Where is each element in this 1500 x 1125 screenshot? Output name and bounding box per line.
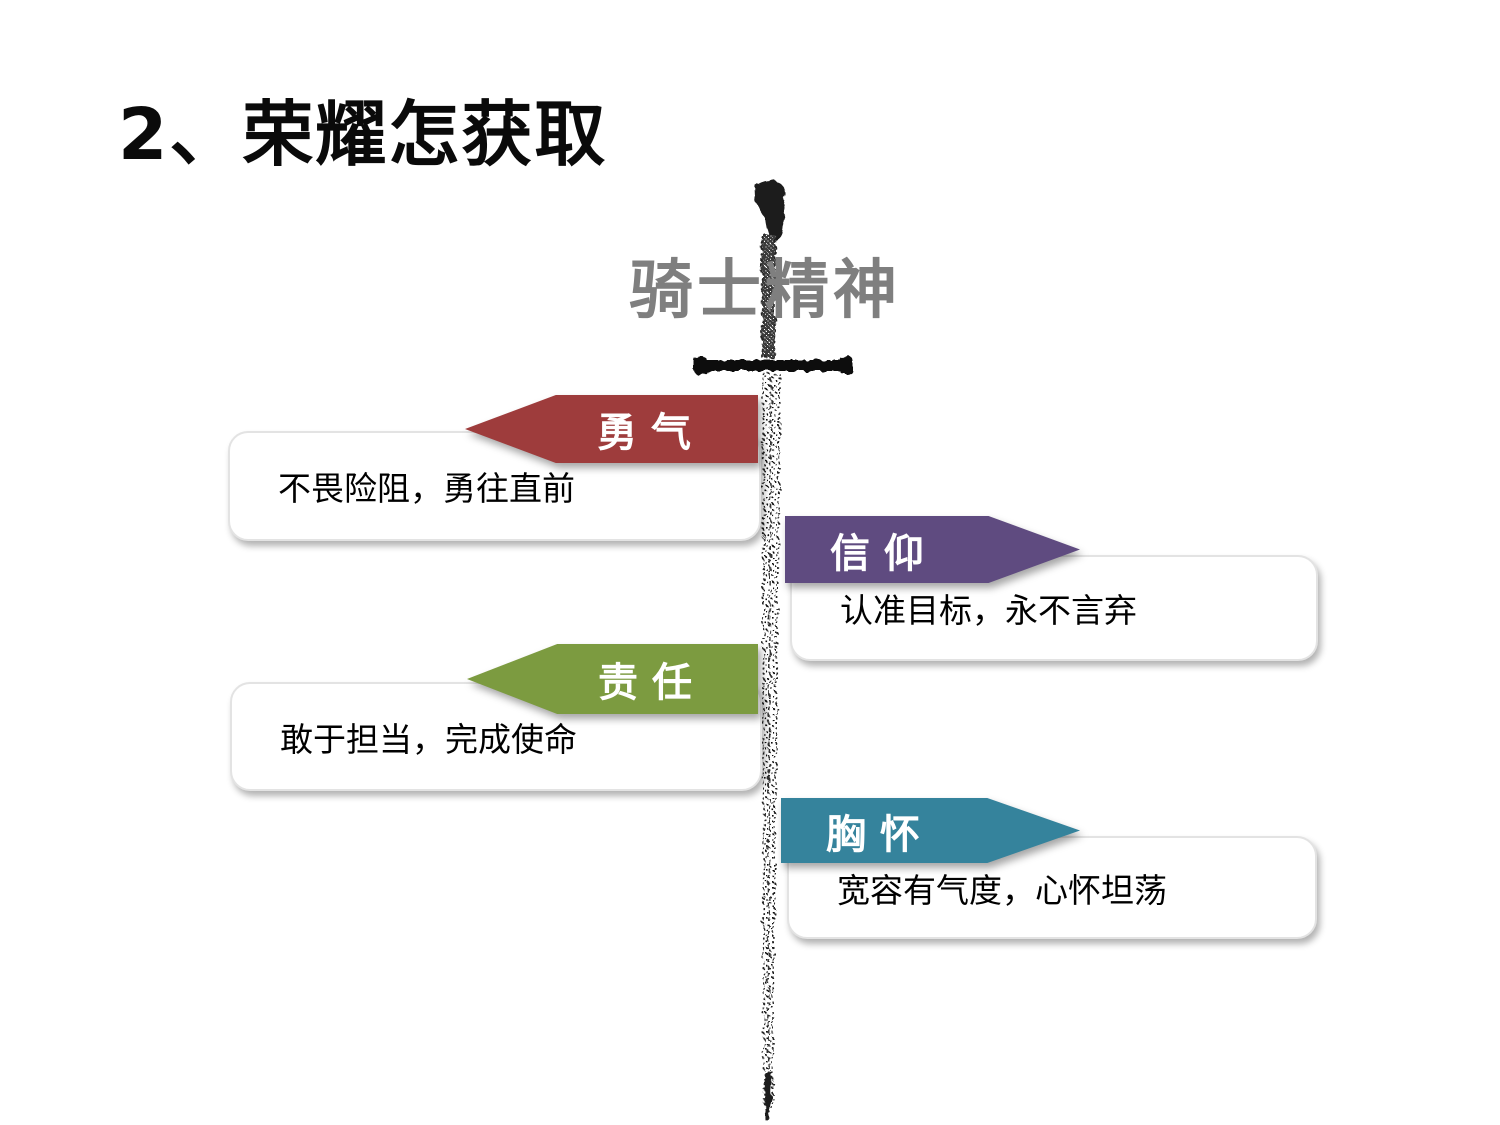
banner-faith-label: 信 仰 [830,530,924,577]
section-heading: 骑士精神 [629,254,901,328]
banner-faith-shape: 信 仰 [785,516,1080,583]
card-breadth-text: 宽容有气度，心怀坦荡 [837,870,1167,910]
banner-breadth: 胸 怀 [781,798,1080,863]
card-duty-text: 敢于担当，完成使命 [280,719,577,759]
banner-duty-label: 责 任 [598,660,692,706]
banner-courage: 勇 气 [465,395,758,463]
sword-icon [694,180,853,1123]
page-title: 2、荣耀怎获取 [118,93,608,176]
card-courage-text: 不畏险阻，勇往直前 [278,469,575,508]
banner-courage-label: 勇 气 [597,410,691,456]
card-faith-text: 认准目标，永不言弃 [840,591,1137,630]
banner-breadth-label: 胸 怀 [826,811,920,858]
banner-duty-shape: 责 任 [467,644,758,714]
banner-faith: 信 仰 [785,516,1080,583]
banner-duty: 责 任 [467,644,758,714]
banner-courage-shape: 勇 气 [465,395,758,463]
banner-breadth-shape: 胸 怀 [781,798,1080,863]
